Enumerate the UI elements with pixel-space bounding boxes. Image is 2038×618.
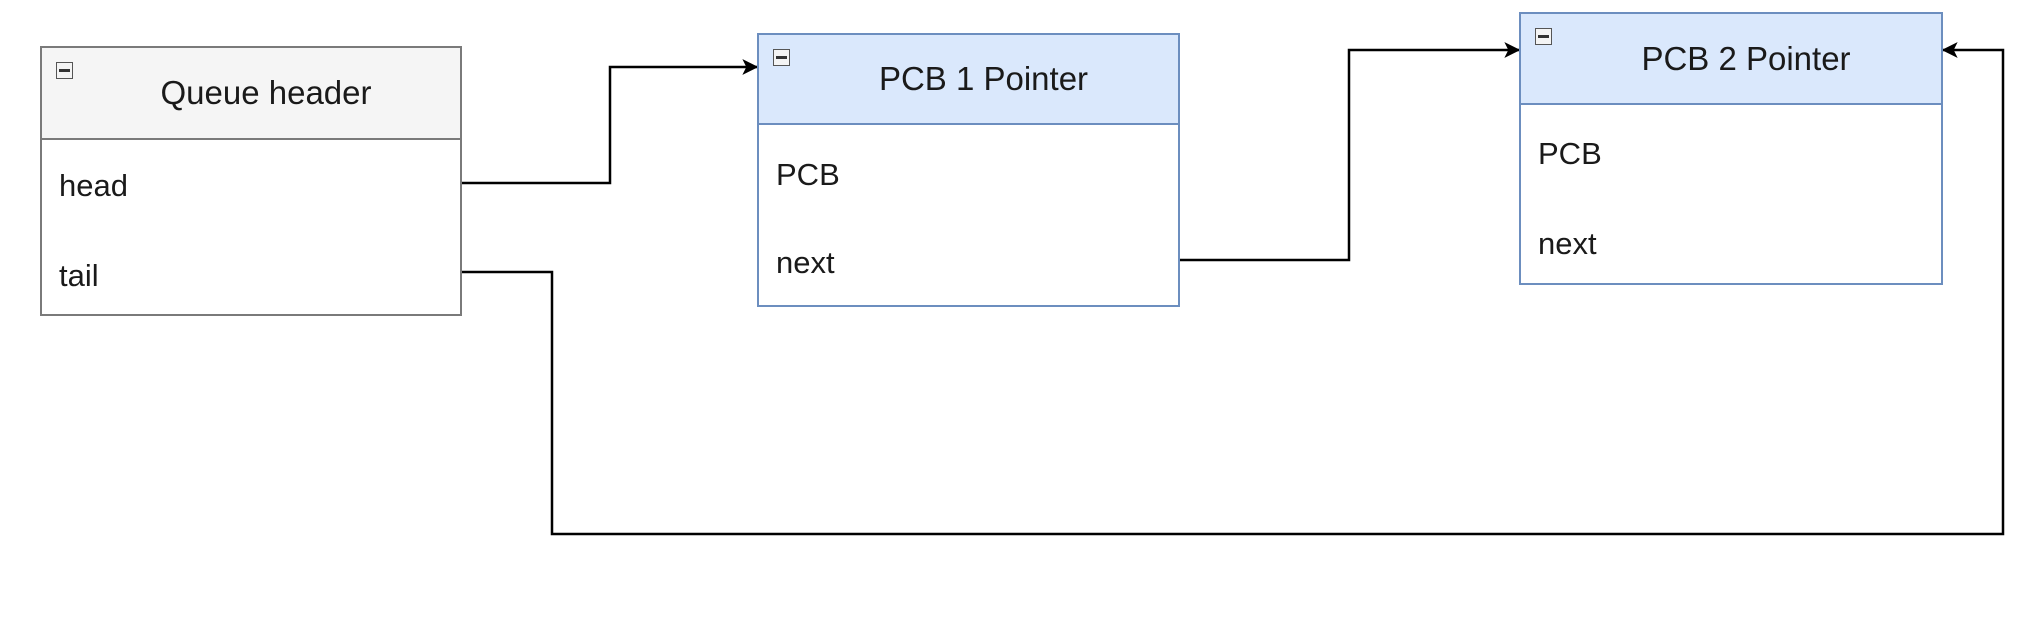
pcb1-pointer-node[interactable]: PCB 1 Pointer PCB next [757, 33, 1180, 307]
collapse-icon[interactable] [1535, 28, 1552, 45]
edge-head-to-pcb1 [462, 59, 759, 185]
edge-pcb1-next-to-pcb2 [1180, 42, 1521, 262]
queue-header-node[interactable]: Queue header head tail [40, 46, 462, 316]
field-next: next [776, 245, 835, 280]
field-head: head [59, 168, 128, 203]
edge-tail-to-pcb2 [462, 42, 2005, 536]
field-pcb: PCB [776, 157, 840, 192]
collapse-icon[interactable] [773, 49, 790, 66]
pcb1-title-bar[interactable]: PCB 1 Pointer [759, 35, 1178, 125]
pcb2-pointer-node[interactable]: PCB 2 Pointer PCB next [1519, 12, 1943, 285]
pcb2-title: PCB 2 Pointer [1641, 39, 1851, 77]
pcb1-title: PCB 1 Pointer [878, 60, 1089, 97]
field-tail: tail [59, 258, 99, 293]
pcb2-title-bar[interactable]: PCB 2 Pointer [1521, 14, 1941, 105]
field-next: next [1538, 226, 1597, 261]
field-pcb: PCB [1538, 136, 1602, 171]
queue-header-title: Queue header [160, 74, 372, 111]
queue-header-title-bar[interactable]: Queue header [42, 48, 460, 140]
collapse-icon[interactable] [56, 62, 73, 79]
